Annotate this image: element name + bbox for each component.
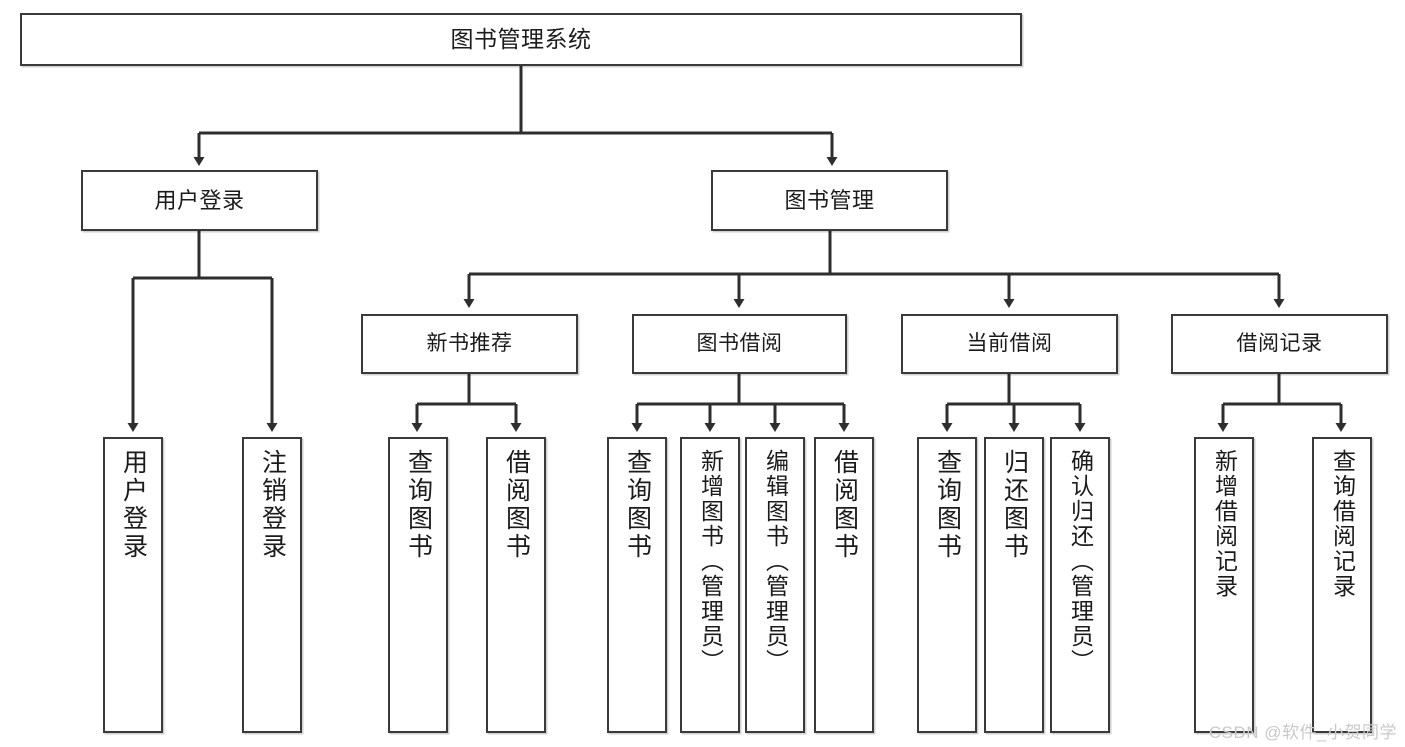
leaf-confirm-return-admin[interactable]: 确认归还（管理员）	[1050, 437, 1110, 733]
node-label: 用户登录	[119, 449, 148, 561]
leaf-query-book-recommend[interactable]: 查询图书	[388, 437, 448, 733]
leaf-logout[interactable]: 注销登录	[242, 437, 302, 733]
node-new-book-recommend[interactable]: 新书推荐	[361, 314, 578, 374]
node-label: 用户登录	[154, 187, 245, 213]
node-borrow-records[interactable]: 借阅记录	[1171, 314, 1388, 374]
leaf-edit-book-admin[interactable]: 编辑图书（管理员）	[745, 437, 805, 733]
leaf-user-login[interactable]: 用户登录	[103, 437, 163, 733]
node-current-borrow[interactable]: 当前借阅	[901, 314, 1118, 374]
node-label: 借阅图书	[830, 449, 859, 561]
node-book-management[interactable]: 图书管理	[711, 170, 948, 231]
leaf-return-book[interactable]: 归还图书	[984, 437, 1044, 733]
node-label: 确认归还（管理员）	[1067, 449, 1094, 674]
node-root[interactable]: 图书管理系统	[20, 13, 1022, 66]
leaf-borrow-book-recommend[interactable]: 借阅图书	[486, 437, 546, 733]
node-label: 图书管理系统	[450, 26, 592, 53]
node-label: 当前借阅	[966, 331, 1053, 355]
node-user-login[interactable]: 用户登录	[81, 170, 318, 231]
leaf-query-book-borrow[interactable]: 查询图书	[607, 437, 667, 733]
node-label: 查询借阅记录	[1329, 449, 1356, 599]
node-label: 借阅图书	[502, 449, 531, 561]
node-book-borrow[interactable]: 图书借阅	[632, 314, 847, 374]
node-label: 新增借阅记录	[1211, 449, 1238, 599]
leaf-query-borrow-record[interactable]: 查询借阅记录	[1312, 437, 1372, 733]
node-label: 查询图书	[404, 449, 433, 561]
node-label: 图书借阅	[696, 331, 783, 355]
node-label: 查询图书	[933, 449, 962, 561]
node-label: 注销登录	[258, 449, 287, 561]
leaf-borrow-book[interactable]: 借阅图书	[814, 437, 874, 733]
node-label: 新书推荐	[426, 331, 513, 355]
node-label: 图书管理	[784, 187, 875, 213]
node-label: 查询图书	[623, 449, 652, 561]
leaf-query-book-current[interactable]: 查询图书	[917, 437, 977, 733]
leaf-add-book-admin[interactable]: 新增图书（管理员）	[680, 437, 740, 733]
leaf-add-borrow-record[interactable]: 新增借阅记录	[1194, 437, 1254, 733]
node-label: 借阅记录	[1236, 331, 1323, 355]
node-label: 归还图书	[1000, 449, 1029, 561]
node-label: 编辑图书（管理员）	[762, 449, 789, 674]
node-label: 新增图书（管理员）	[697, 449, 724, 674]
